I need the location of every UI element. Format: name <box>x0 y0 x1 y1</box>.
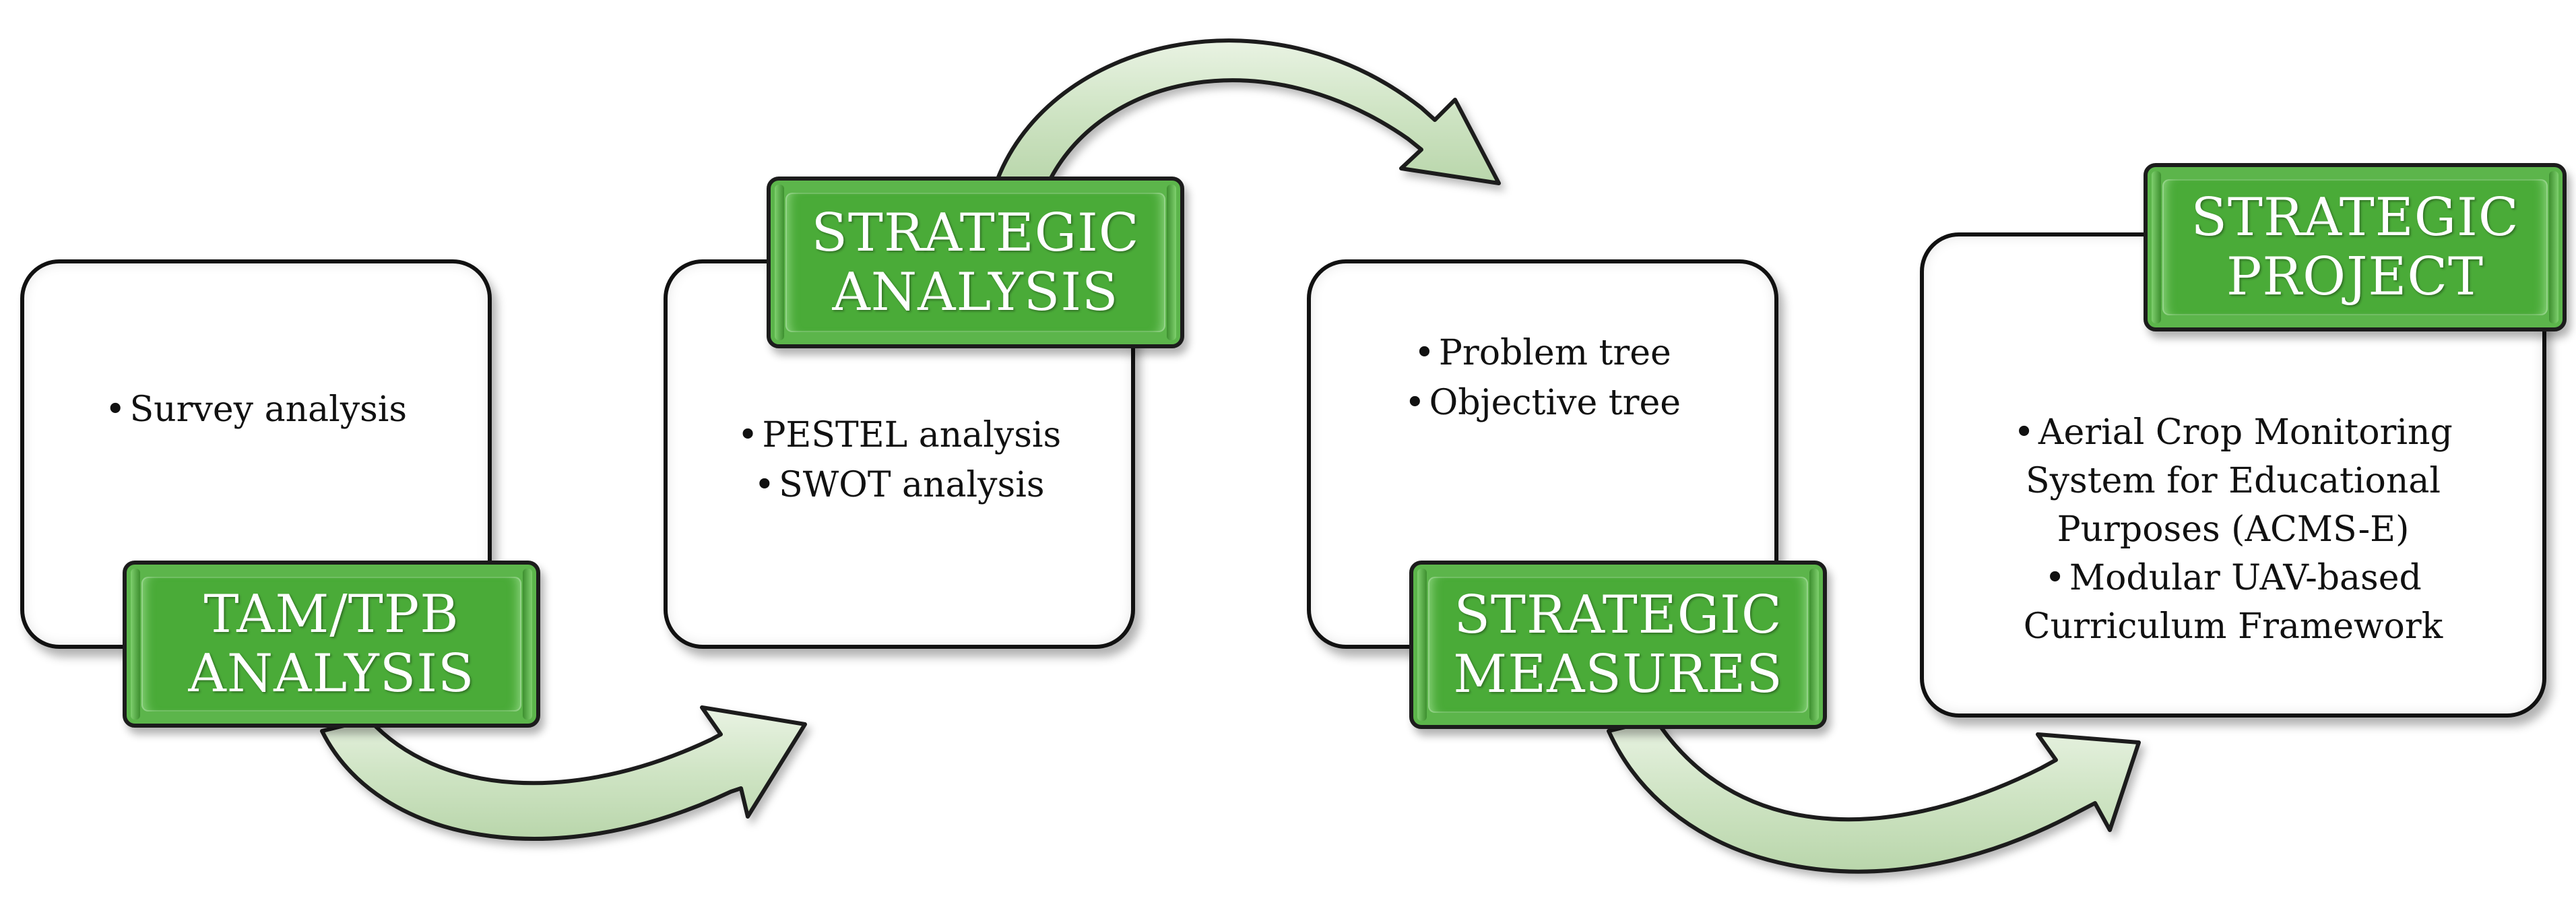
stage-2-label: STRATEGIC ANALYSIS <box>767 177 1184 348</box>
stage-3-item-1: Problem tree <box>1311 328 1774 378</box>
curved-arrow-3 <box>1607 718 2141 874</box>
stage-2-title: STRATEGIC ANALYSIS <box>811 202 1140 323</box>
stage-3-label: STRATEGIC MEASURES <box>1409 561 1827 729</box>
stage-3-title: STRATEGIC MEASURES <box>1453 585 1783 705</box>
stage-3-items: Problem tree Objective tree <box>1311 328 1774 428</box>
stage-1-item-1: Survey analysis <box>24 385 488 435</box>
stage-1-title: TAM/TPB ANALYSIS <box>188 584 475 704</box>
stage-4-items: Aerial Crop Monitoring System for Educat… <box>1924 408 2542 651</box>
stage-1-items: Survey analysis <box>24 385 488 435</box>
curved-arrow-1 <box>320 705 807 841</box>
stage-1-label: TAM/TPB ANALYSIS <box>123 561 540 728</box>
stage-2-item-1: PESTEL analysis <box>668 410 1131 460</box>
stage-4-item-1: Aerial Crop Monitoring System for Educat… <box>1924 408 2542 554</box>
stage-2-items: PESTEL analysis SWOT analysis <box>668 410 1131 510</box>
stage-4-title: STRATEGIC PROJECT <box>2191 187 2519 307</box>
stage-2-item-2: SWOT analysis <box>668 460 1131 510</box>
stage-4-item-2: Modular UAV-based Curriculum Framework <box>1924 554 2542 651</box>
stage-4-box: Aerial Crop Monitoring System for Educat… <box>1920 232 2546 718</box>
stage-3-item-2: Objective tree <box>1311 378 1774 428</box>
stage-4-label: STRATEGIC PROJECT <box>2144 163 2567 331</box>
curved-arrow-2 <box>995 38 1501 185</box>
